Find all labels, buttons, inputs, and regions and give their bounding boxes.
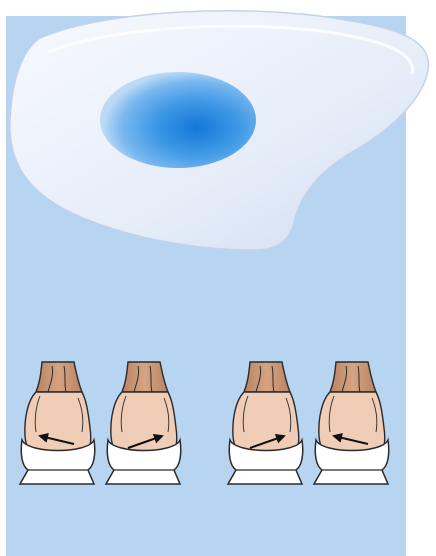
- ankle: [244, 362, 290, 392]
- ankle: [330, 362, 376, 392]
- ankle: [36, 362, 82, 392]
- gel-pad: [100, 72, 256, 168]
- ankle: [122, 362, 168, 392]
